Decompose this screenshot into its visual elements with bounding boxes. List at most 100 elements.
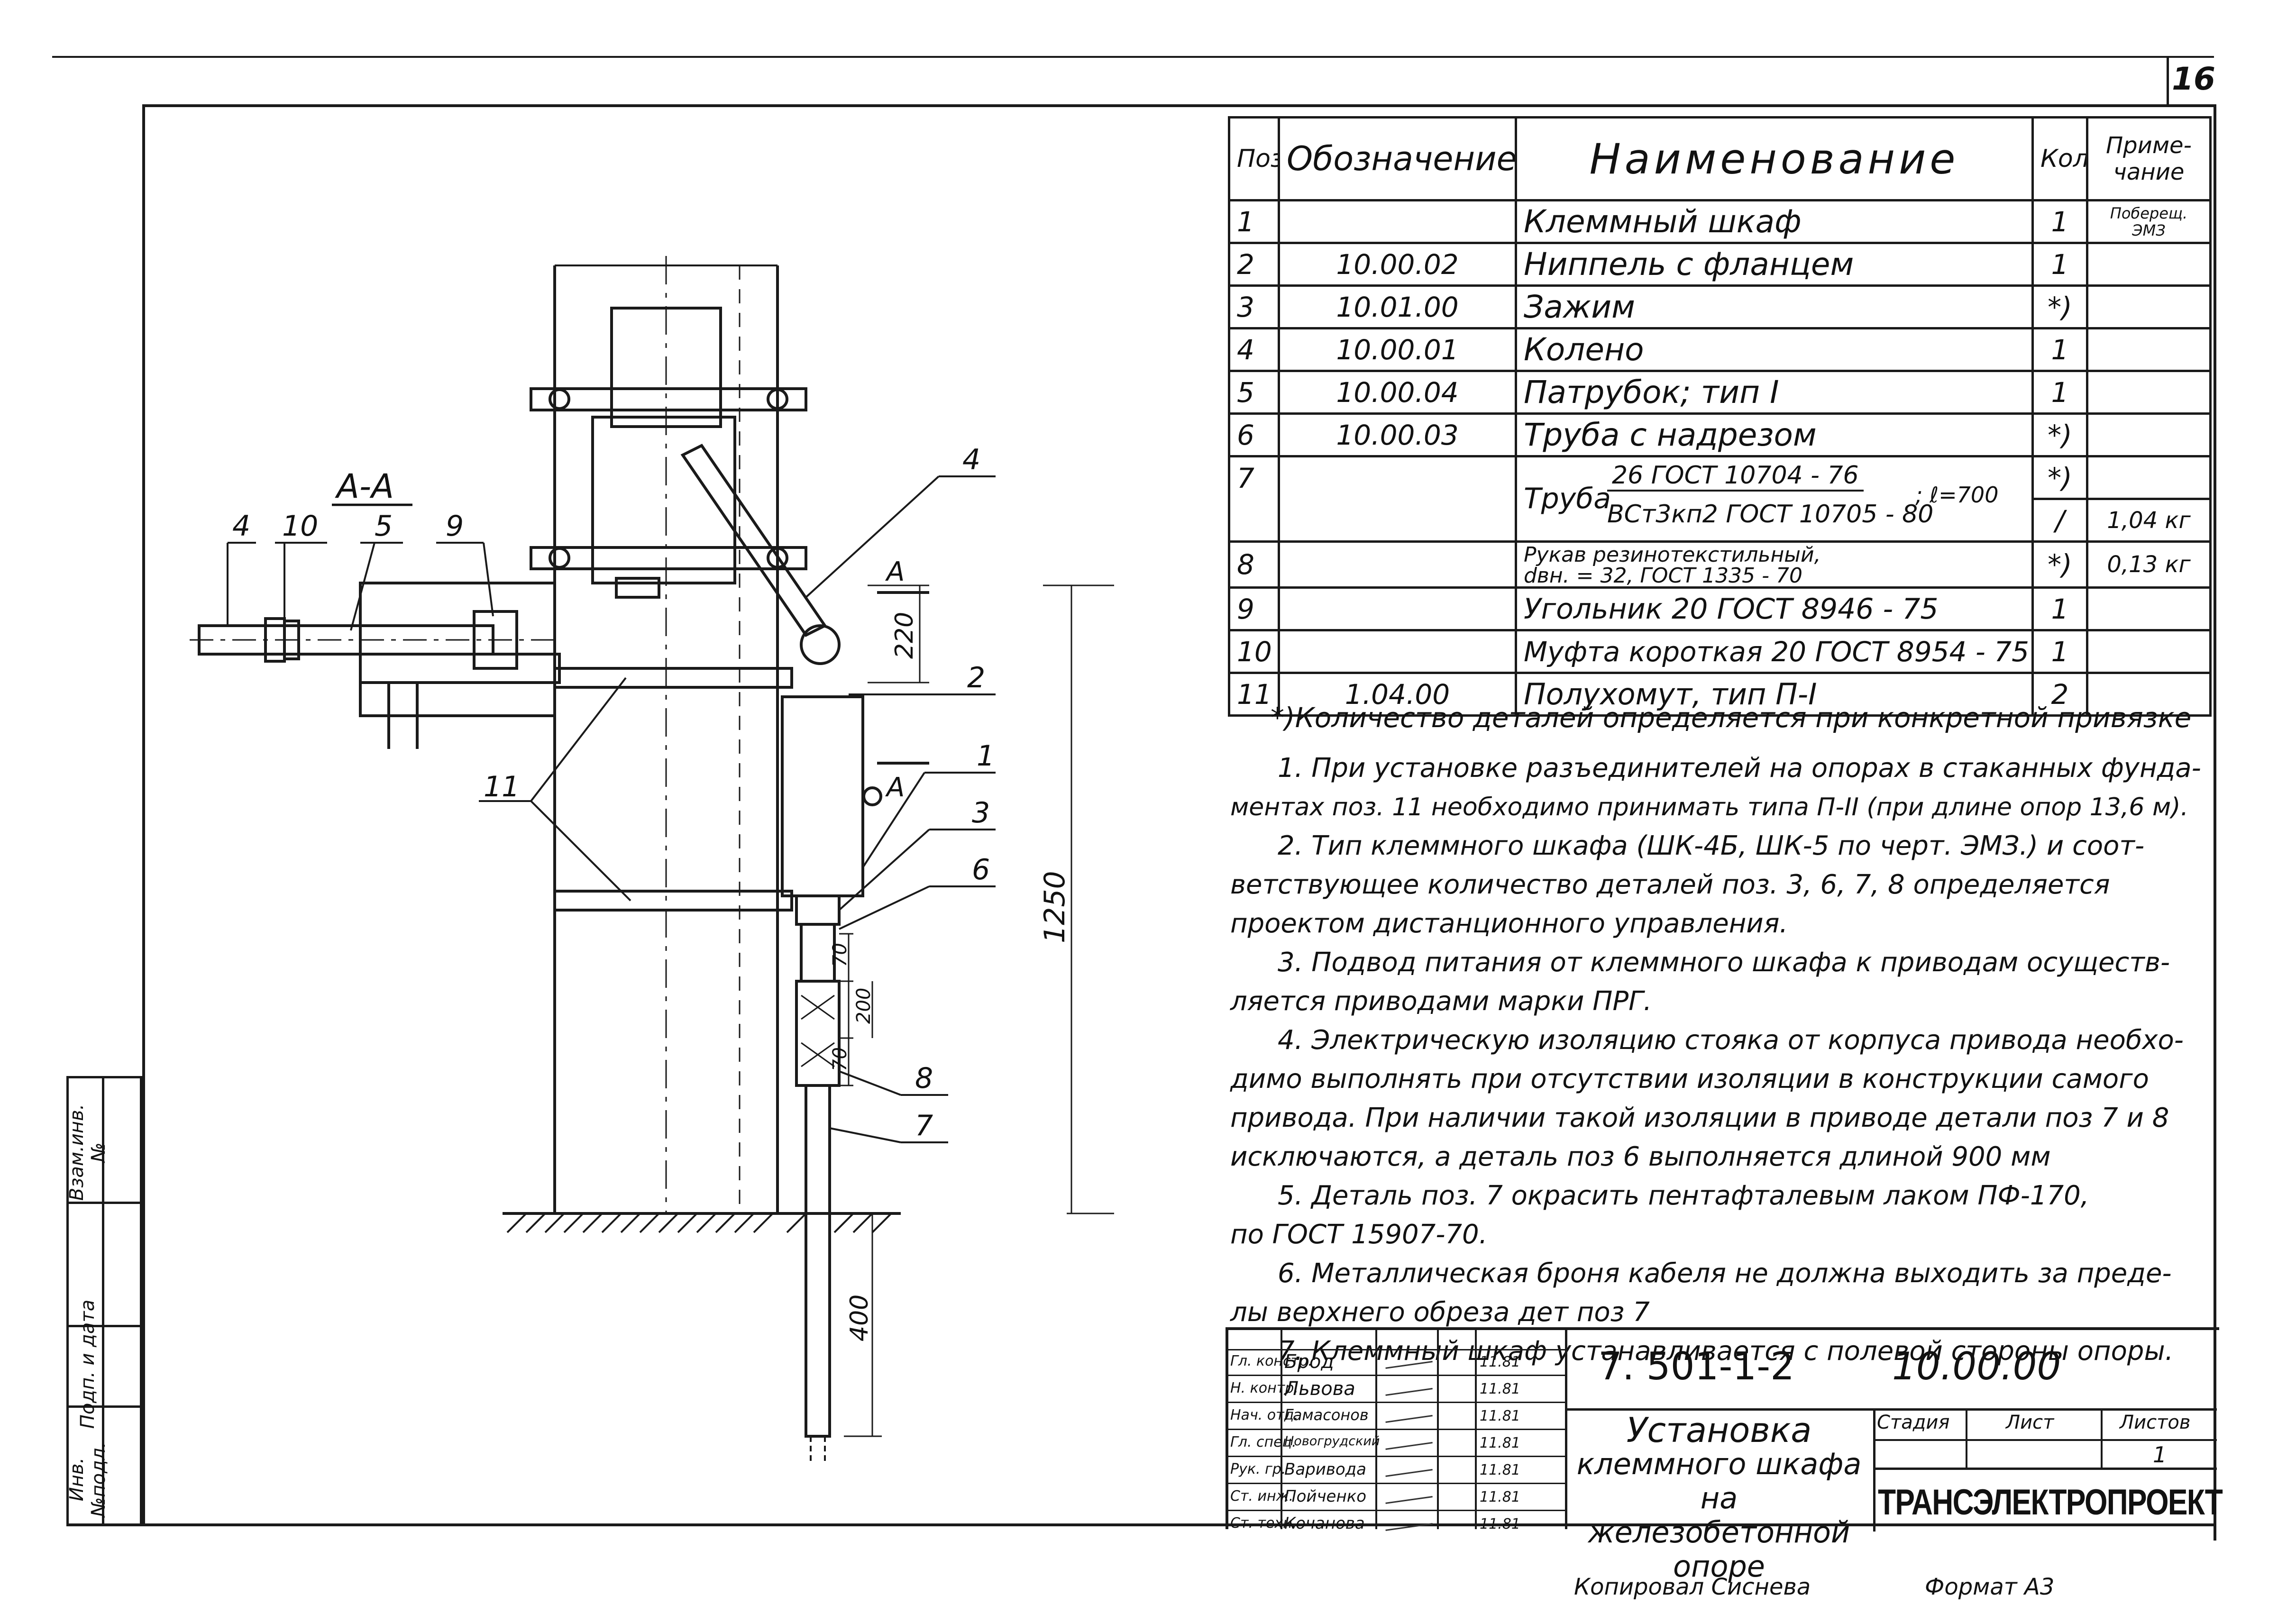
row-designation bbox=[1278, 586, 1517, 631]
row-note bbox=[2086, 284, 2212, 329]
signature-row: Нач. отд. Гамасонов 11.81 bbox=[1228, 1403, 1567, 1430]
callout-7: 7 bbox=[915, 1109, 933, 1142]
note-line: ляется приводами марки ПРГ. bbox=[1230, 986, 1652, 1017]
callout-5: 5 bbox=[375, 510, 393, 543]
callout-6: 6 bbox=[972, 853, 990, 886]
sheet-label: Лист bbox=[2006, 1412, 2054, 1433]
nipple-flange bbox=[795, 894, 841, 926]
row-pos: 11 bbox=[1228, 672, 1280, 717]
top-trim-line bbox=[52, 56, 2214, 58]
signature-scribble bbox=[1384, 1488, 1433, 1504]
row-name-two-line: Рукав резинотекстильный, dвн. = 32, ГОСТ… bbox=[1515, 540, 2034, 589]
callout-8: 8 bbox=[915, 1062, 933, 1095]
hose-line-1: Рукав резинотекстильный, bbox=[1524, 543, 1821, 567]
signature-scribble bbox=[1384, 1515, 1433, 1531]
left-stamp: Взам.инв.№ Подп. и дата Инв. №подл. bbox=[66, 1076, 142, 1526]
row-name: Угольник 20 ГОСТ 8946 - 75 bbox=[1515, 586, 2034, 631]
table-row: 9 Угольник 20 ГОСТ 8946 - 75 1 bbox=[1228, 586, 2212, 631]
callout-11: 11 bbox=[484, 770, 520, 803]
dim-1250: 1250 bbox=[1038, 871, 1071, 943]
table-row: 1 Клеммный шкаф 1 Поберещ. ЭМЗ bbox=[1228, 199, 2212, 244]
callout-4b: 4 bbox=[962, 443, 980, 476]
signature-row: Гл. констр. Брод 11.81 bbox=[1228, 1349, 1567, 1376]
row-name: Патрубок; тип I bbox=[1515, 370, 2034, 415]
organization: ТРАНСЭЛЕКТРОПРОЕКТ bbox=[1878, 1482, 2223, 1523]
spec-header-row: Поз. Обозначение Наименование Кол. Приме… bbox=[1228, 116, 2212, 201]
sheet-number: 16 bbox=[2172, 61, 2215, 97]
callout-9: 9 bbox=[446, 510, 464, 543]
note-line: исключаются, а деталь поз 6 выполняется … bbox=[1230, 1141, 2051, 1172]
signature-row: Рук. гр. Варивода 11.81 bbox=[1228, 1457, 1567, 1484]
row-designation: 10.01.00 bbox=[1278, 284, 1517, 329]
row-note: Поберещ. ЭМЗ bbox=[2086, 199, 2212, 244]
row-name: Труба с надрезом bbox=[1515, 412, 2034, 457]
note-line: по ГОСТ 15907-70. bbox=[1230, 1219, 1488, 1250]
signature-scribble bbox=[1384, 1380, 1433, 1396]
row-name: Колено bbox=[1515, 327, 2034, 372]
row-qty: 1 bbox=[2031, 629, 2088, 674]
title-line-3: железобетонной опоре bbox=[1588, 1515, 1850, 1584]
row-qty: 1 bbox=[2031, 242, 2088, 287]
row-note bbox=[2086, 370, 2212, 415]
row-note bbox=[2086, 586, 2212, 631]
row-pos: 7 bbox=[1228, 455, 1280, 543]
sheet-number-box: 16 bbox=[2167, 56, 2218, 106]
signature-row: Ст. инж. Пойченко 11.81 bbox=[1228, 1484, 1567, 1511]
frame-right bbox=[2214, 104, 2216, 1541]
note-line: 3. Подвод питания от клеммного шкафа к п… bbox=[1278, 947, 2170, 978]
row-qty: 1 bbox=[2031, 327, 2088, 372]
title-block: Гл. констр. Брод 11.81 Н. контр. Львова … bbox=[1226, 1327, 2223, 1584]
row-designation bbox=[1278, 455, 1517, 543]
row-pos: 6 bbox=[1228, 412, 1280, 457]
sheets-value: 1 bbox=[2153, 1442, 2167, 1468]
section-label: А-А bbox=[335, 467, 394, 506]
title-line-1: Установка bbox=[1626, 1410, 1812, 1450]
frame-bottom bbox=[66, 1523, 2216, 1526]
row-name: Полухомут, тип П-I bbox=[1515, 672, 2034, 717]
note-line: привода. При наличии такой изоляции в пр… bbox=[1230, 1103, 2169, 1133]
elbow-pipe bbox=[680, 444, 827, 637]
note-line: ветствующее количество деталей поз. 3, 6… bbox=[1230, 869, 2110, 900]
row-note bbox=[2086, 327, 2212, 372]
header-name: Наименование bbox=[1515, 116, 2034, 201]
note-line: димо выполнять при отсутствии изоляции в… bbox=[1230, 1064, 2149, 1094]
half-clamp-lower bbox=[553, 890, 793, 912]
signature-rows: Гл. констр. Брод 11.81 Н. контр. Львова … bbox=[1228, 1349, 1567, 1537]
drawing-title: Установка клеммного шкафа на железобетон… bbox=[1570, 1413, 1868, 1584]
callout-3: 3 bbox=[972, 796, 990, 830]
note-line: лы верхнего обреза дет поз 7 bbox=[1230, 1297, 1650, 1328]
row-qty: 1 bbox=[2031, 370, 2088, 415]
row-designation: 10.00.02 bbox=[1278, 242, 1517, 287]
row-designation bbox=[1278, 629, 1517, 674]
header-pos: Поз. bbox=[1228, 116, 1280, 201]
header-qty: Кол. bbox=[2031, 116, 2088, 201]
copied-by: Копировал Сиснева bbox=[1574, 1574, 1811, 1600]
section-mark-a-top: А bbox=[885, 556, 905, 587]
row-pos: 2 bbox=[1228, 242, 1280, 287]
table-row: 8 Рукав резинотекстильный, dвн. = 32, ГО… bbox=[1228, 540, 2212, 589]
row-qty: 1 bbox=[2031, 199, 2088, 244]
table-row: 2 10.00.02 Ниппель с фланцем 1 bbox=[1228, 242, 2212, 287]
frame-left bbox=[142, 104, 145, 1526]
note-line: 7. Клеммный шкаф устанавливается с полев… bbox=[1278, 1336, 2174, 1367]
dim-400: 400 bbox=[845, 1295, 874, 1341]
row-pos: 9 bbox=[1228, 586, 1280, 631]
row-qty: *) bbox=[2031, 284, 2088, 329]
row-qty-2: / bbox=[2031, 498, 2088, 543]
assembly-drawing: А-А 4 10 5 9 4 2 11 1 3 6 8 7 А А 220 12… bbox=[190, 256, 1114, 1465]
signature-row: Гл. спец. Новогрудский 11.81 bbox=[1228, 1430, 1567, 1457]
row-note bbox=[2086, 629, 2212, 674]
notes-block: 1. При установке разъединителей на опора… bbox=[1230, 749, 2212, 1371]
table-row: / 1,04 кг bbox=[1229, 498, 2212, 543]
drive-housing-upper bbox=[610, 307, 722, 428]
row-qty: 1 bbox=[2031, 586, 2088, 631]
row-name: Муфта короткая 20 ГОСТ 8954 - 75 bbox=[1515, 629, 2034, 674]
row-pos: 1 bbox=[1228, 199, 1280, 244]
row-note-weight: 1,04 кг bbox=[2086, 498, 2212, 543]
note-line: 6. Металлическая броня кабеля не должна … bbox=[1278, 1258, 2172, 1289]
row-pos: 4 bbox=[1228, 327, 1280, 372]
row-name: Ниппель с фланцем bbox=[1515, 242, 2034, 287]
note-line: ментах поз. 11 необходимо принимать типа… bbox=[1230, 793, 2189, 821]
row-pos: 8 bbox=[1228, 540, 1280, 589]
clamp-middle bbox=[530, 546, 807, 570]
